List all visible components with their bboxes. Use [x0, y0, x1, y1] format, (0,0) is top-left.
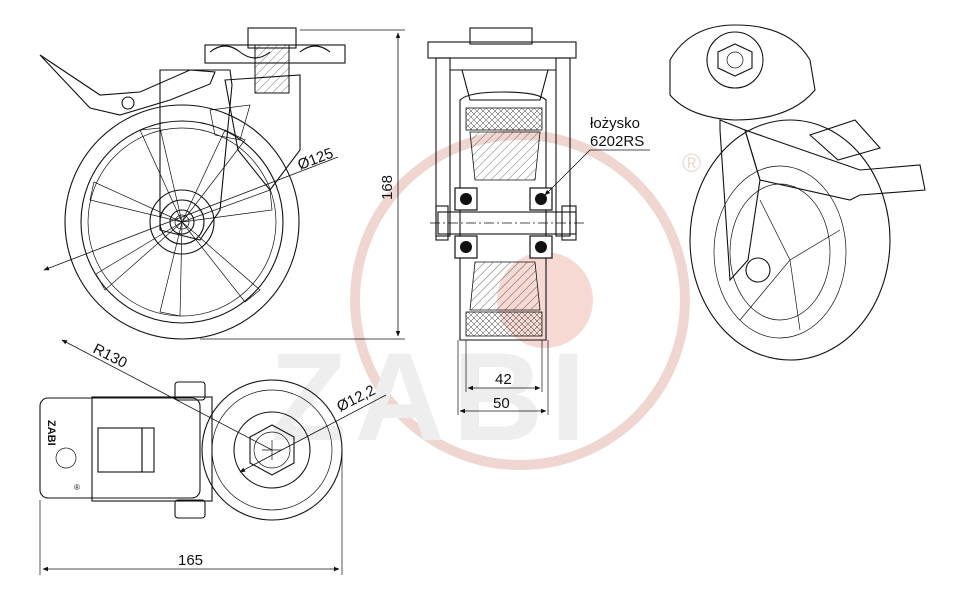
watermark: ZABI ® — [270, 130, 701, 470]
front-view: łożysko 6202RS 42 50 — [427, 27, 650, 415]
watermark-text: ZABI — [270, 328, 594, 467]
side-view: Ø125 168 — [39, 27, 405, 340]
length-label: 165 — [178, 552, 203, 569]
height-label: 168 — [379, 175, 396, 200]
watermark-registered: ® — [682, 148, 701, 178]
iso-brake — [744, 129, 926, 201]
fork-leg-right — [555, 57, 571, 237]
isometric-view — [669, 24, 926, 361]
tire-outer — [64, 104, 300, 340]
width-outer-label: 50 — [493, 395, 510, 412]
plate-logo: ZABI — [45, 420, 57, 446]
front-wheel — [459, 91, 547, 341]
width-inner-label: 42 — [495, 371, 512, 388]
bearing-model: 6202RS — [590, 133, 644, 150]
brake-lever — [39, 54, 216, 116]
wheel-spokes — [89, 127, 273, 317]
rim-outer — [80, 120, 284, 324]
bearing-label: łożysko — [590, 115, 640, 132]
axle-nut — [249, 424, 295, 476]
radius-label: R130 — [90, 340, 130, 371]
diameter-label: Ø125 — [295, 145, 335, 174]
plate-logo-mark: ® — [74, 483, 80, 492]
iso-wheel-tire — [689, 119, 891, 361]
iso-top-plate — [669, 24, 816, 121]
fork-leg-left — [435, 57, 451, 237]
mounting-plate — [39, 397, 201, 499]
fork-bracket — [159, 69, 233, 241]
